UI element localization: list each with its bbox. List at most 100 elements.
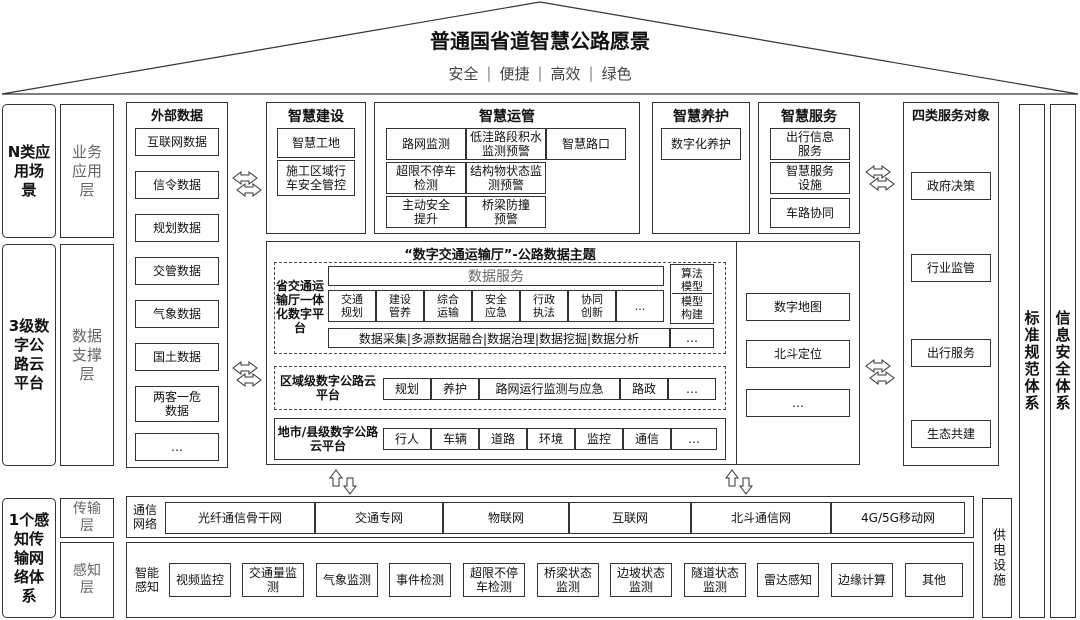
goals-row: 安全| 便捷| 高效| 绿色	[448, 64, 632, 83]
data-process-more: …	[670, 328, 714, 348]
double-arrow-icon	[869, 371, 895, 385]
city-item: …	[671, 428, 717, 450]
sensing-item: 边缘计算	[831, 563, 893, 597]
sensing-item: 气象监测	[316, 563, 378, 597]
digital-map: 数字地图	[746, 293, 850, 321]
smart-ops-item: 桥梁防撞预警	[466, 196, 546, 228]
sensing-item: 桥梁状态监测	[537, 563, 599, 597]
city-item: 监控	[575, 428, 623, 450]
updown-arrow-icon	[329, 469, 343, 487]
roof-outline	[1, 1, 1079, 95]
smart-build-item: 智慧工地	[277, 128, 355, 158]
smart-ops-item: 智慧路口	[546, 128, 626, 160]
updown-arrow-icon	[343, 477, 357, 495]
smart-service-item: 车路协同	[770, 198, 850, 228]
goal-item: 高效	[550, 64, 581, 83]
smart-ops-item: 超限不停车检测	[386, 162, 466, 194]
model-build: 模型构建	[681, 295, 703, 321]
platform-app: 安全应急	[472, 290, 520, 322]
region-item: 养护	[431, 378, 479, 400]
smart-service-title: 智慧服务	[781, 109, 837, 125]
beidou-positioning: 北斗定位	[746, 340, 850, 368]
platform-app: 协同创新	[568, 290, 616, 322]
layer-label-3: 3级数字公路云平台	[2, 244, 56, 466]
platform-app: 交通规划	[328, 290, 376, 322]
network-item: 互联网	[569, 502, 691, 534]
layer-label-1: 1个感知传输网络体系	[2, 498, 56, 618]
targets-panel	[903, 102, 999, 466]
sensing-item: 视频监控	[169, 563, 231, 597]
city-item: 环境	[527, 428, 575, 450]
external-data-title: 外部数据	[150, 108, 203, 124]
double-arrow-icon	[865, 165, 891, 179]
layer-sub-transport: 传输层	[60, 498, 114, 538]
smart-maint-panel	[652, 102, 750, 234]
smart-service-item: 智慧服务设施	[770, 162, 850, 194]
city-platform-label: 地市/县级数字公路云平台	[277, 425, 379, 453]
layer-sub-data: 数据支撑层	[60, 244, 114, 466]
smart-ops-title: 智慧运管	[479, 109, 535, 125]
double-arrow-icon	[865, 359, 891, 373]
platform-app: …	[616, 290, 664, 322]
target-item: 生态共建	[911, 420, 991, 448]
city-item: 行人	[383, 428, 431, 450]
platform-more: …	[746, 389, 850, 417]
sensing-item: 超限不停车检测	[463, 563, 525, 597]
external-data-item: 气象数据	[135, 300, 219, 328]
smart-maint-item: 数字化养护	[661, 128, 741, 160]
double-arrow-icon	[869, 177, 895, 191]
external-data-item: 规划数据	[135, 214, 219, 242]
algo-box	[670, 264, 714, 324]
sensing-item: 边坡状态监测	[610, 563, 672, 597]
sensing-item: 事件检测	[389, 563, 451, 597]
updown-arrow-icon	[739, 477, 753, 495]
target-item: 行业监管	[911, 254, 991, 282]
security-system-bar: 信息安全体系	[1050, 104, 1076, 618]
updown-arrow-icon	[725, 469, 739, 487]
smart-maint-title: 智慧养护	[673, 109, 729, 125]
data-service-bar: 数据服务	[328, 266, 664, 286]
double-arrow-icon	[236, 373, 262, 387]
smart-ops-item: 路网监测	[386, 128, 466, 160]
smart-ops-item: 主动安全提升	[386, 196, 466, 228]
city-item: 车辆	[431, 428, 479, 450]
goal-item: 便捷	[499, 64, 530, 83]
sensing-label: 智能感知	[134, 566, 159, 594]
goal-item: 安全	[448, 64, 479, 83]
sensing-item: 其他	[905, 563, 963, 597]
network-item: 交通专网	[315, 502, 443, 534]
regional-platform-label: 区域级数字公路云平台	[279, 374, 376, 402]
sensing-item: 雷达感知	[757, 563, 819, 597]
standard-system-bar: 标准规范体系	[1019, 104, 1045, 618]
smart-ops-item: 结构物状态监测预警	[466, 162, 546, 194]
algo-model: 算法模型	[672, 266, 712, 294]
region-item: 规划	[383, 378, 431, 400]
smart-build-item: 施工区域行车安全管控	[277, 160, 355, 196]
layer-sub-sensing: 感知层	[60, 542, 114, 618]
region-item: 路政	[620, 378, 668, 400]
page-title: 普通国省道智慧公路愿景	[430, 28, 650, 53]
external-data-item: …	[135, 433, 219, 461]
targets-title: 四类服务对象	[911, 108, 990, 124]
goal-item: 绿色	[601, 64, 632, 83]
network-item: 北斗通信网	[691, 502, 831, 534]
sensing-item: 隧道状态监测	[684, 563, 746, 597]
city-item: 道路	[479, 428, 527, 450]
layer-label-n: N类应用场景	[2, 104, 56, 238]
layer-sub-business: 业务应用层	[60, 104, 114, 238]
external-data-item: 两客一危数据	[135, 386, 219, 422]
platform-app: 行政执法	[520, 290, 568, 322]
double-arrow-icon	[236, 183, 262, 197]
double-arrow-icon	[232, 361, 258, 375]
network-item: 物联网	[443, 502, 569, 534]
network-item: 光纤通信骨干网	[165, 502, 315, 534]
target-item: 政府决策	[911, 172, 991, 200]
region-item: …	[668, 378, 716, 400]
external-data-item: 交管数据	[135, 257, 219, 285]
double-arrow-icon	[232, 171, 258, 185]
network-label: 通信网络	[132, 503, 157, 531]
data-process-bar: 数据采集|多源数据融合|数据治理|数据挖掘|数据分析	[328, 328, 670, 348]
smart-ops-item: 低洼路段积水监测预警	[466, 128, 546, 160]
external-data-item: 国土数据	[135, 343, 219, 371]
platform-app: 综合运输	[424, 290, 472, 322]
